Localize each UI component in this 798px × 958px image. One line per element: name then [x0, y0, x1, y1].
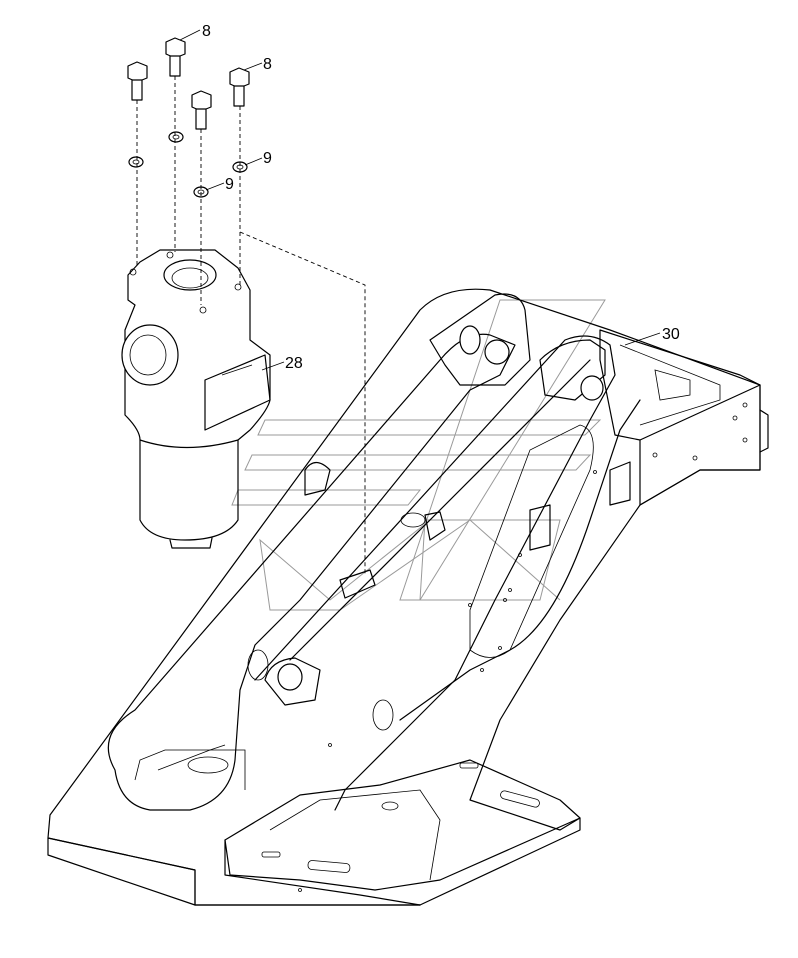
callout-label: 9 — [225, 176, 234, 193]
callout-8-right: 8 — [243, 56, 272, 73]
callout-label: 8 — [263, 56, 272, 73]
callout-28: 28 — [261, 355, 303, 372]
watermark-logo — [231, 299, 606, 611]
callout-30: 30 — [624, 326, 680, 346]
callout-9-center: 9 — [205, 176, 234, 193]
callout-label: 28 — [285, 355, 303, 372]
bolts-and-washers — [127, 37, 366, 575]
callout-8-top: 8 — [179, 23, 211, 41]
hydraulic-filter — [121, 249, 271, 549]
callout-label: 8 — [202, 23, 211, 40]
callout-label: 9 — [263, 150, 272, 167]
callout-9-right: 9 — [244, 150, 272, 167]
frame-assembly — [47, 288, 769, 906]
callout-label: 30 — [662, 326, 680, 343]
